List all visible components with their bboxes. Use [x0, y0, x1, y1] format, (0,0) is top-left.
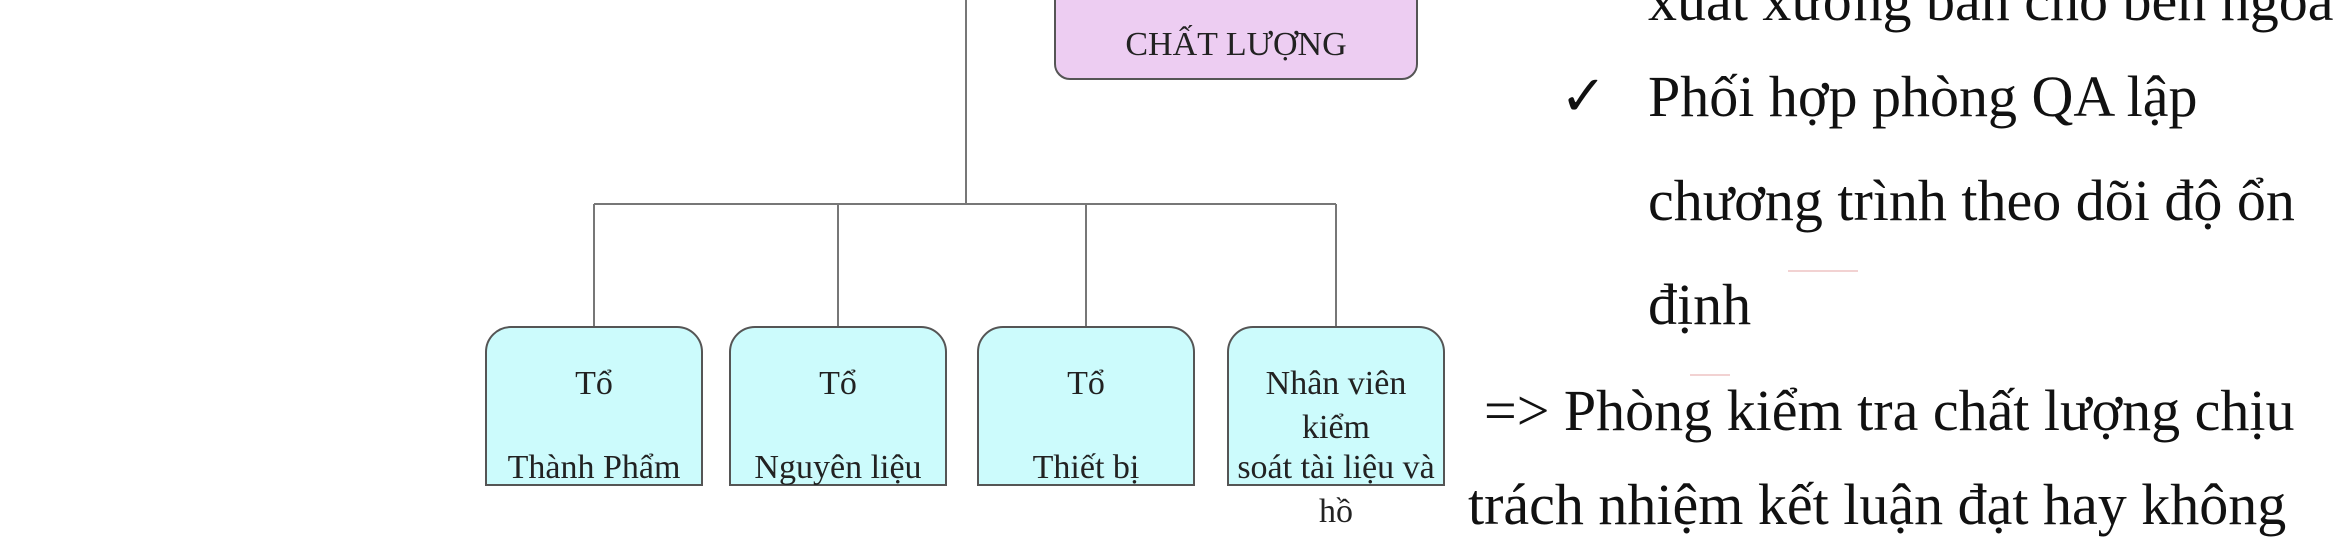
conclusion-line-1: => Phòng kiểm tra chất lượng chịu — [1484, 378, 2295, 443]
quality-department-label: CHẤT LƯỢNG — [1125, 26, 1347, 63]
org-chart-connectors — [593, 0, 1337, 326]
unit-label-line1: Tổ — [575, 365, 613, 402]
unit-label-line1: Tổ — [819, 365, 857, 402]
unit-label-line2: soát tài liệu và hồ — [1237, 449, 1435, 530]
unit-label-line2: Nguyên liệu — [754, 449, 922, 486]
unit-label-line2: Thành Phẩm — [507, 449, 681, 486]
org-unit-equipment: Tổ Thiết bị — [977, 326, 1195, 486]
unit-label-line2: Thiết bị — [1032, 449, 1140, 486]
conclusion-line-2: trách nhiệm kết luận đạt hay không — [1468, 472, 2287, 537]
unit-label-line1: Tổ — [1067, 365, 1105, 402]
org-unit-document-control-staff: Nhân viên kiểm soát tài liệu và hồ — [1227, 326, 1445, 530]
decorative-mark — [1690, 374, 1730, 376]
bullet-line-1: Phối hợp phòng QA lập — [1648, 64, 2198, 129]
quality-department-box: CHẤT LƯỢNG — [1054, 0, 1418, 80]
bullet-line-2: chương trình theo dõi độ ổn — [1648, 168, 2295, 233]
org-unit-raw-materials: Tổ Nguyên liệu — [729, 326, 947, 486]
org-unit-finished-products: Tổ Thành Phẩm — [485, 326, 703, 486]
top-text-line: xuất xưởng bán cho bên ngoài. — [1648, 0, 2334, 33]
unit-label-line1: Nhân viên kiểm — [1265, 365, 1407, 446]
bullet-line-3: định — [1648, 272, 1752, 337]
checkmark-icon: ✓ — [1560, 66, 1607, 128]
decorative-mark — [1788, 270, 1858, 272]
